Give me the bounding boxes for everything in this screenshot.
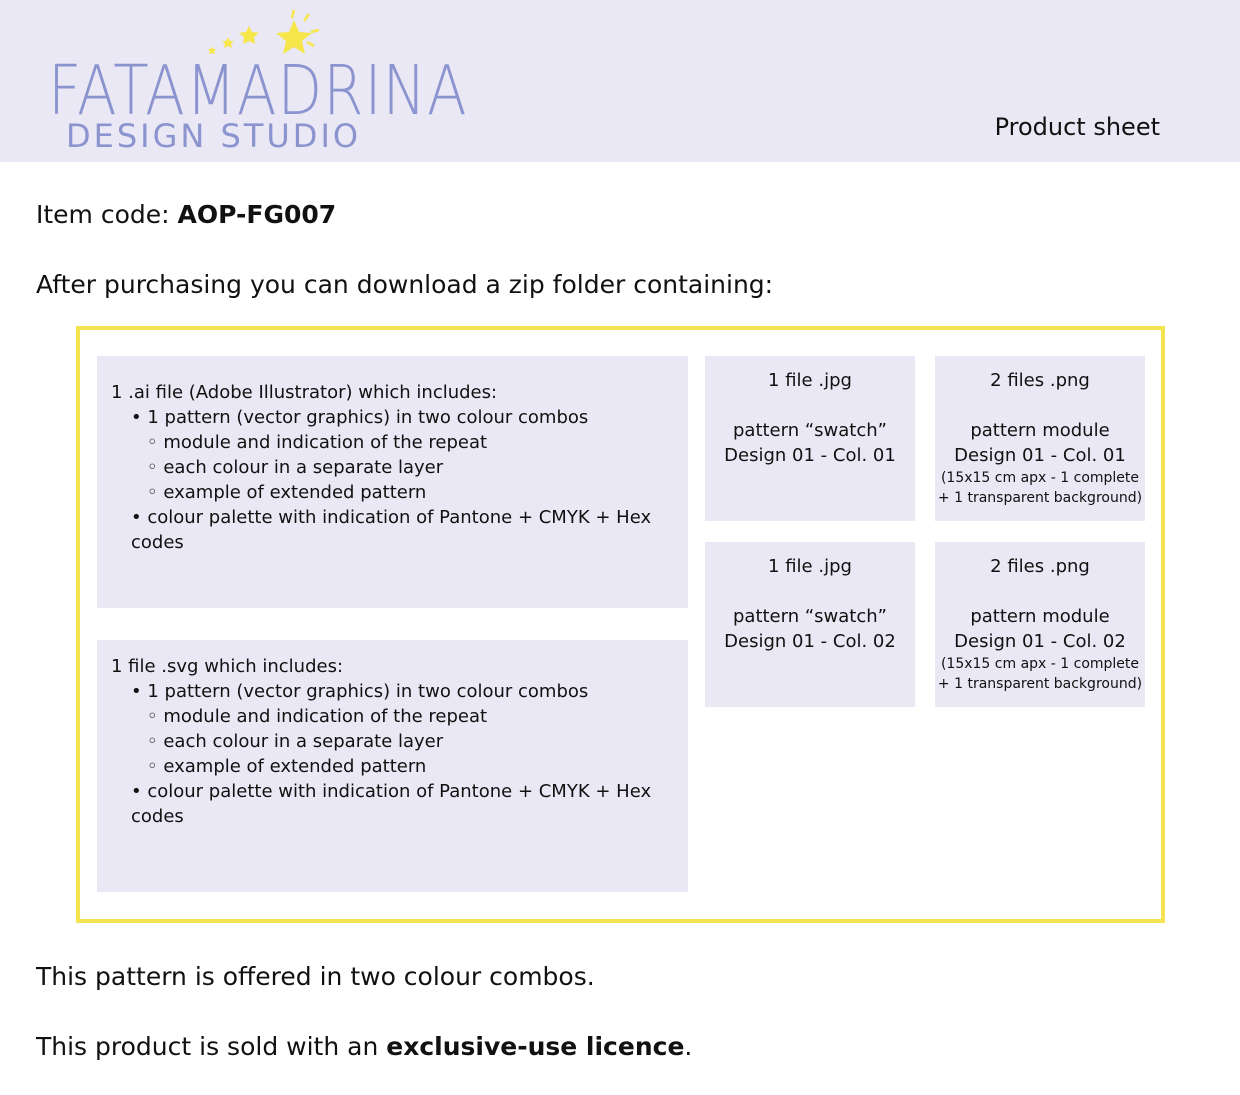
ai-file-box: 1 .ai file (Adobe Illustrator) which inc…: [97, 356, 688, 608]
licence-suffix: .: [684, 1032, 693, 1061]
list-item: ◦ example of extended pattern: [147, 756, 427, 777]
jpg-col02-line1: pattern “swatch”: [732, 606, 887, 627]
png-col02-title: 2 files .png: [990, 556, 1090, 577]
png-col02-note1: (15x15 cm apx - 1 complete: [940, 656, 1140, 672]
list-item: • colour palette with indication of Pant…: [131, 507, 652, 553]
png-col02-box: 2 files .png pattern module Design 01 - …: [935, 542, 1145, 707]
licence-type: exclusive-use licence: [386, 1032, 685, 1061]
jpg-col01-line2: Design 01 - Col. 01: [724, 445, 896, 466]
licence-prefix: This product is sold with an: [36, 1032, 387, 1061]
jpg-col02-line2: Design 01 - Col. 02: [724, 631, 896, 652]
png-col01-note2: + 1 transparent background): [937, 490, 1143, 506]
list-item: ◦ each colour in a separate layer: [147, 457, 444, 478]
png-col01-note1: (15x15 cm apx - 1 complete: [940, 470, 1140, 486]
brand-name: FATAMADRINA: [48, 50, 468, 131]
page-header: FATAMADRINA DESIGN STUDIO Product sheet: [0, 0, 1240, 162]
brand-logo: FATAMADRINA DESIGN STUDIO: [44, 8, 467, 158]
png-col01-title: 2 files .png: [990, 370, 1090, 391]
star-icon: [208, 9, 320, 54]
product-sheet-label: Product sheet: [994, 113, 1160, 141]
list-item: • colour palette with indication of Pant…: [131, 781, 652, 827]
colour-combos-note: This pattern is offered in two colour co…: [36, 962, 595, 991]
list-item: ◦ module and indication of the repeat: [147, 432, 488, 453]
list-item: • 1 pattern (vector graphics) in two col…: [131, 407, 589, 428]
png-col02-line2: Design 01 - Col. 02: [954, 631, 1126, 652]
list-item: • 1 pattern (vector graphics) in two col…: [131, 681, 589, 702]
jpg-col01-box: 1 file .jpg pattern “swatch” Design 01 -…: [705, 356, 915, 521]
png-col02-line1: pattern module: [970, 606, 1110, 627]
jpg-col01-title: 1 file .jpg: [768, 370, 852, 391]
svg-file-box: 1 file .svg which includes: • 1 pattern …: [97, 640, 688, 892]
item-code-value: AOP-FG007: [177, 200, 337, 229]
png-col01-box: 2 files .png pattern module Design 01 - …: [935, 356, 1145, 521]
brand-subtitle: DESIGN STUDIO: [66, 117, 362, 155]
png-col02-note2: + 1 transparent background): [937, 676, 1143, 692]
list-item: ◦ each colour in a separate layer: [147, 731, 444, 752]
item-code-line: Item code: AOP-FG007: [36, 200, 336, 230]
png-col01-line2: Design 01 - Col. 01: [954, 445, 1126, 466]
item-code-label: Item code:: [36, 200, 178, 229]
jpg-col01-line1: pattern “swatch”: [732, 420, 887, 441]
download-intro: After purchasing you can download a zip …: [36, 270, 774, 299]
ai-file-heading: 1 .ai file (Adobe Illustrator) which inc…: [111, 382, 498, 403]
contents-frame: 1 .ai file (Adobe Illustrator) which inc…: [76, 326, 1165, 923]
jpg-col02-title: 1 file .jpg: [768, 556, 852, 577]
list-item: ◦ module and indication of the repeat: [147, 706, 488, 727]
svg-file-heading: 1 file .svg which includes:: [111, 656, 344, 677]
list-item: ◦ example of extended pattern: [147, 482, 427, 503]
png-col01-line1: pattern module: [970, 420, 1110, 441]
jpg-col02-box: 1 file .jpg pattern “swatch” Design 01 -…: [705, 542, 915, 707]
licence-note: This product is sold with an exclusive-u…: [36, 1032, 692, 1062]
